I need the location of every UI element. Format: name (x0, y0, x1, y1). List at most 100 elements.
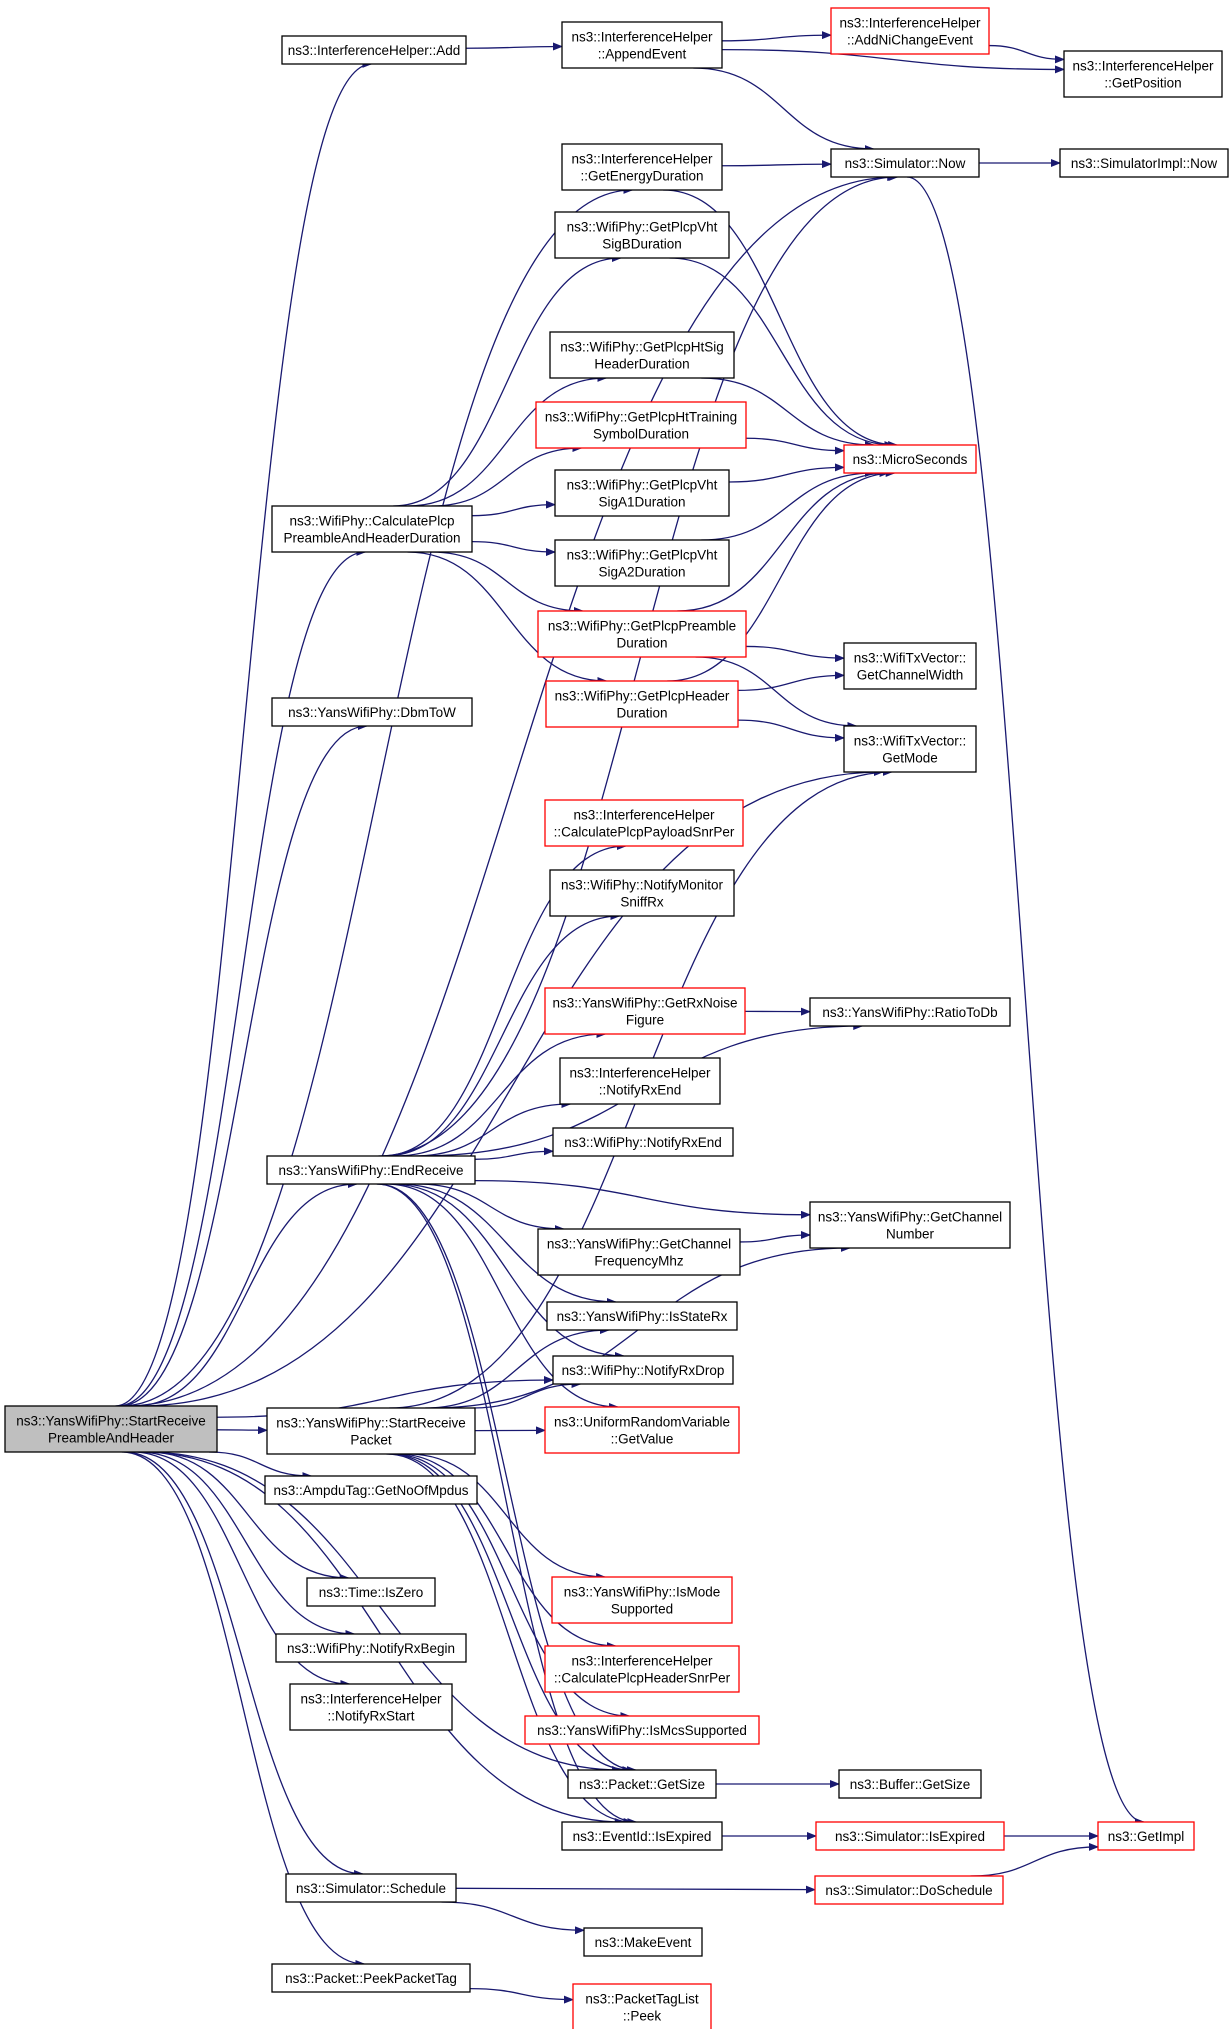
node-label: ns3::WifiPhy::GetPlcpHeader (555, 689, 730, 704)
function-node-microseconds[interactable]: ns3::MicroSeconds (843, 444, 977, 474)
node-label: ns3::YansWifiPhy::GetChannel (818, 1210, 1002, 1225)
node-box (572, 1983, 712, 2029)
function-node-sim_now[interactable]: ns3::Simulator::Now (830, 148, 980, 178)
function-node-buf_getsize[interactable]: ns3::Buffer::GetSize (838, 1769, 982, 1799)
node-label: PreambleAndHeader (48, 1431, 175, 1446)
function-node-ih_energy[interactable]: ns3::InterferenceHelper::GetEnergyDurati… (561, 143, 723, 191)
function-node-sim_isexpired[interactable]: ns3::Simulator::IsExpired (815, 1821, 1005, 1851)
node-label: ::AddNiChangeEvent (847, 33, 973, 48)
node-label: SigA1Duration (598, 495, 685, 510)
node-box (552, 1127, 734, 1157)
call-edge-start_rx_preamble-to-ih_rxstart (132, 1451, 351, 1688)
call-edge-ywp_startrxpkt-to-ih_header (397, 1453, 617, 1650)
function-node-ih_rxend[interactable]: ns3::InterferenceHelper::NotifyRxEnd (559, 1057, 721, 1105)
node-box (535, 401, 747, 449)
node-label: ns3::Time::IsZero (319, 1585, 424, 1600)
node-box (843, 642, 977, 690)
function-node-getimpl[interactable]: ns3::GetImpl (1097, 1821, 1195, 1851)
function-node-sim_doschedule[interactable]: ns3::Simulator::DoSchedule (814, 1875, 1004, 1905)
call-edge-wp_calc-to-wp_htsig (407, 374, 608, 507)
function-node-ptl_peek[interactable]: ns3::PacketTagList::Peek (572, 1983, 712, 2029)
call-edge-sim_schedule-to-makeevent (441, 1901, 585, 1935)
call-edge-ywp_startrxpkt-to-pkt_getsize (388, 1453, 633, 1774)
node-label: GetMode (882, 751, 938, 766)
node-label: Packet (350, 1433, 392, 1448)
function-node-txv_mode[interactable]: ns3::WifiTxVector::GetMode (843, 725, 977, 773)
node-box (552, 1355, 734, 1385)
call-edge-wp_header-to-txv_width (737, 671, 845, 692)
call-edge-ywp_endrx-to-ywp_chnum (474, 1179, 811, 1219)
node-box (561, 1821, 723, 1851)
function-node-ih_payload[interactable]: ns3::InterferenceHelper::CalculatePlcpPa… (544, 799, 744, 847)
function-node-start_rx_preamble[interactable]: ns3::YansWifiPhy::StartReceivePreambleAn… (4, 1405, 218, 1453)
function-node-sim_schedule[interactable]: ns3::Simulator::Schedule (285, 1873, 457, 1903)
call-edge-start_rx_preamble-to-sim_schedule (124, 1451, 365, 1878)
node-box (1059, 148, 1229, 178)
function-node-pkt_peektag[interactable]: ns3::Packet::PeekPacketTag (271, 1963, 471, 1993)
node-box (546, 1301, 738, 1331)
node-box (266, 1155, 476, 1185)
node-label: ns3::WifiPhy::NotifyRxEnd (564, 1135, 722, 1150)
node-label: ns3::WifiTxVector:: (854, 734, 967, 749)
call-edge-wp_calc-to-wp_httrain (431, 444, 583, 507)
node-label: ns3::UniformRandomVariable (554, 1415, 730, 1430)
function-node-wp_rxdrop[interactable]: ns3::WifiPhy::NotifyRxDrop (552, 1355, 734, 1385)
function-node-wp_httrain[interactable]: ns3::WifiPhy::GetPlcpHtTrainingSymbolDur… (535, 401, 747, 449)
function-node-urv_getvalue[interactable]: ns3::UniformRandomVariable::GetValue (544, 1406, 740, 1454)
function-node-wp_rxbegin[interactable]: ns3::WifiPhy::NotifyRxBegin (275, 1633, 467, 1663)
function-node-ywp_dbmtow[interactable]: ns3::YansWifiPhy::DbmToW (271, 697, 473, 727)
function-node-ywp_isstaterx[interactable]: ns3::YansWifiPhy::IsStateRx (546, 1301, 738, 1331)
node-label: ::NotifyRxStart (327, 1709, 414, 1724)
function-node-ywp_endrx[interactable]: ns3::YansWifiPhy::EndReceive (266, 1155, 476, 1185)
function-node-wp_calc[interactable]: ns3::WifiPhy::CalculatePlcpPreambleAndHe… (271, 505, 473, 553)
node-label: ns3::InterferenceHelper (839, 16, 981, 31)
function-node-ih_header[interactable]: ns3::InterferenceHelper::CalculatePlcpHe… (544, 1645, 740, 1693)
node-box (289, 1683, 453, 1731)
node-label: ns3::InterferenceHelper (571, 1654, 713, 1669)
function-node-wp_rxend[interactable]: ns3::WifiPhy::NotifyRxEnd (552, 1127, 734, 1157)
function-node-makeevent[interactable]: ns3::MakeEvent (583, 1927, 703, 1957)
node-label: PreambleAndHeaderDuration (283, 531, 460, 546)
function-node-ih_getpos[interactable]: ns3::InterferenceHelper::GetPosition (1063, 50, 1223, 98)
function-node-ywp_ratiotodb[interactable]: ns3::YansWifiPhy::RatioToDb (809, 997, 1011, 1027)
node-label: ::NotifyRxEnd (599, 1083, 682, 1098)
function-node-ampdu_nompdus[interactable]: ns3::AmpduTag::GetNoOfMpdus (264, 1475, 478, 1505)
call-edge-ih_append-to-sim_now (693, 67, 875, 153)
node-box (275, 1633, 467, 1663)
function-node-ywp_ismcs[interactable]: ns3::YansWifiPhy::IsMcsSupported (524, 1715, 760, 1745)
function-node-ih_rxstart[interactable]: ns3::InterferenceHelper::NotifyRxStart (289, 1683, 453, 1731)
node-label: ::GetValue (611, 1432, 674, 1447)
function-node-evid_isexpired[interactable]: ns3::EventId::IsExpired (561, 1821, 723, 1851)
node-box (544, 1645, 740, 1693)
node-label: ns3::MicroSeconds (853, 452, 968, 467)
node-box (809, 997, 1011, 1027)
function-node-time_iszero[interactable]: ns3::Time::IsZero (306, 1577, 436, 1607)
node-label: ns3::YansWifiPhy::IsMcsSupported (537, 1723, 747, 1738)
function-node-ih_addni[interactable]: ns3::InterferenceHelper::AddNiChangeEven… (830, 7, 990, 55)
call-edge-start_rx_preamble-to-ih_energy (120, 186, 634, 1407)
function-node-pkt_getsize[interactable]: ns3::Packet::GetSize (567, 1769, 717, 1799)
function-node-ih_add[interactable]: ns3::InterferenceHelper::Add (281, 35, 467, 65)
node-label: Number (886, 1227, 935, 1242)
node-box (838, 1769, 982, 1799)
call-edge-ywp_chfreq-to-ywp_chnum (739, 1230, 811, 1243)
function-node-simimpl_now[interactable]: ns3::SimulatorImpl::Now (1059, 148, 1229, 178)
call-edge-start_rx_preamble-to-ih_add (115, 60, 373, 1407)
function-node-ih_append[interactable]: ns3::InterferenceHelper::AppendEvent (561, 21, 723, 69)
function-node-txv_width[interactable]: ns3::WifiTxVector::GetChannelWidth (843, 642, 977, 690)
call-edge-wp_vhtsiga2-to-microseconds (701, 469, 875, 541)
node-label: ::CalculatePlcpPayloadSnrPer (554, 825, 735, 840)
